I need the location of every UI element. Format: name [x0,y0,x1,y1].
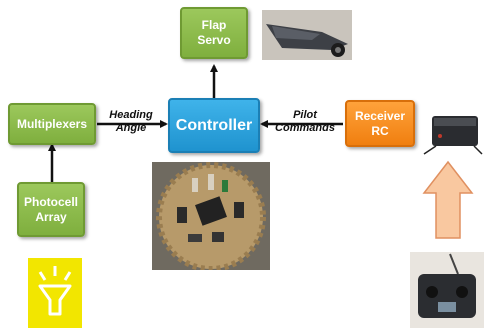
big-up-arrow [422,160,474,239]
circuit-board-photo [152,162,270,270]
flap-servo-block: Flap Servo [180,7,248,59]
multiplexers-block: Multiplexers [8,103,96,145]
heading-angle-label: Heading Angle [109,109,153,134]
photocell-array-block: Photocell Array [17,182,85,237]
receiver-rc-block: Receiver RC [345,100,415,147]
light-sensor-icon [28,258,82,328]
rc-transmitter-photo [410,252,484,328]
controller-block: Controller [168,98,260,153]
glider-servo-photo [262,10,352,60]
pilot-commands-label: Pilot Commands [275,109,335,134]
rc-receiver-photo [422,106,484,156]
